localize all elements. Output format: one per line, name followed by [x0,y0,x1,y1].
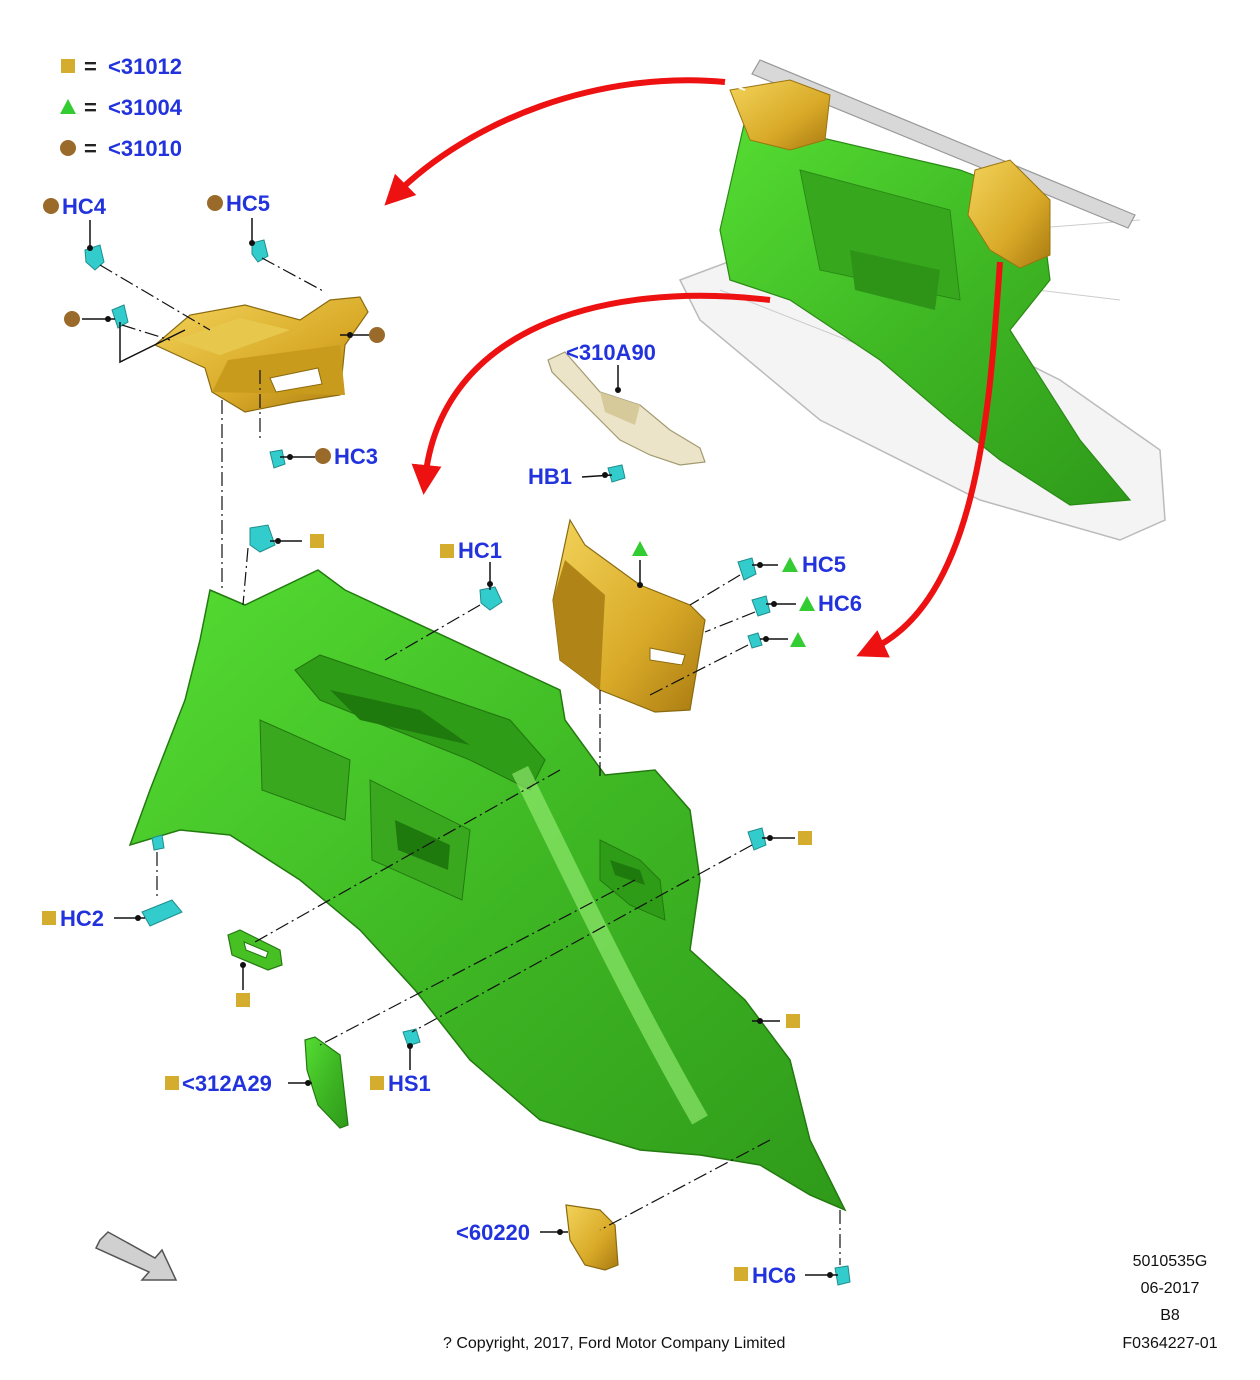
label-hc2: HC2 [60,906,104,931]
hc2-square-icon [42,911,56,925]
hc1-square-icon [440,544,454,558]
legend-code-circle: <31010 [108,136,182,161]
label-hc5-right: HC5 [802,552,846,577]
legend-triangle-icon [60,99,76,114]
assembly-lines [99,257,841,1265]
legend-square-icon [61,59,75,73]
arrow-to-pillar-trim [856,261,1003,658]
right-clip-square-icon [798,831,812,845]
end-cap-60220 [565,1204,619,1271]
arrow-to-main-panel [411,292,771,495]
label-hc4: HC4 [62,194,107,219]
clip-hc4 [84,244,105,271]
clip-hc6-right [751,595,771,617]
hc5-top-circle-icon [207,195,223,211]
clip-hc1 [479,586,503,611]
cover-312A29 [304,1036,349,1129]
label-310A90: <310A90 [566,340,656,365]
pillar-triangle-icon [632,541,648,556]
clip-upper-left [111,304,129,329]
upper-quarter-trim [153,296,369,413]
bracket-310A90 [547,351,706,466]
legend-code-square: <31012 [108,54,182,79]
inset-yellow-trim-right [967,159,1051,269]
legend: = <31012 = <31004 = <31010 [60,54,183,161]
hc6-right-triangle-icon [799,596,815,611]
copyright: ? Copyright, 2017, Ford Motor Company Li… [443,1335,785,1352]
hc5-right-triangle-icon [782,557,798,572]
clip-hc3 [269,449,286,469]
panel-edge-square-icon [786,1014,800,1028]
quarter-panel-body [128,569,847,1212]
arrow-to-upper-trim [384,77,726,206]
figure-id: F0364227-01 [1122,1335,1217,1352]
pillar-trim [552,518,706,713]
footer: 5010535G 06-2017 B8 ? Copyright, 2017, F… [443,1253,1218,1352]
clip-hc2 [141,899,183,927]
upper-right-circle-icon [369,327,385,343]
ref-date: 06-2017 [1141,1280,1200,1297]
vehicle-inset [678,59,1166,541]
clip-hb1 [607,464,626,483]
inset-yellow-trim-left [729,79,831,151]
label-hc5-top: HC5 [226,191,270,216]
direction-arrow-icon [94,1231,178,1281]
main-top-square-icon [310,534,324,548]
clip-square-right [747,827,767,851]
quarter-trim-panel [128,569,847,1212]
red-arrows [384,77,1003,658]
312A29-square-icon [165,1076,179,1090]
label-312A29: <312A29 [182,1071,272,1096]
clip-main-top [249,524,276,553]
ref-number: 5010535G [1133,1253,1208,1270]
upper-left-circle-icon [64,311,80,327]
label-hb1: HB1 [528,464,572,489]
legend-eq-2: = [84,95,97,120]
clips [84,239,851,1286]
label-60220: <60220 [456,1220,530,1245]
label-hc6-right: HC6 [818,591,862,616]
clip-hs1 [402,1028,421,1047]
ref-revision: B8 [1160,1307,1180,1324]
clip-hc2-upper [151,834,165,851]
label-hc1: HC1 [458,538,502,563]
lower-triangle-icon [790,632,806,647]
label-hc3: HC3 [334,444,378,469]
legend-eq-1: = [84,54,97,79]
clip-hc5-right [737,557,757,581]
hc6-bottom-square-icon [734,1267,748,1281]
label-hs1: HS1 [388,1071,431,1096]
label-hc6-bottom: HC6 [752,1263,796,1288]
clip-hc6-bottom [834,1265,851,1286]
vent-square-icon [236,993,250,1007]
leaders [82,218,838,1278]
hc4-circle-icon [43,198,59,214]
hc3-circle-icon [315,448,331,464]
callouts: HC4 HC5 HC3 <310A90 HB1 HC1 HC5 HC6 HC2 [42,191,862,1288]
hs1-square-icon [370,1076,384,1090]
legend-eq-3: = [84,136,97,161]
legend-code-triangle: <31004 [108,95,183,120]
clip-triangle-lower [747,632,763,649]
legend-circle-icon [60,140,76,156]
